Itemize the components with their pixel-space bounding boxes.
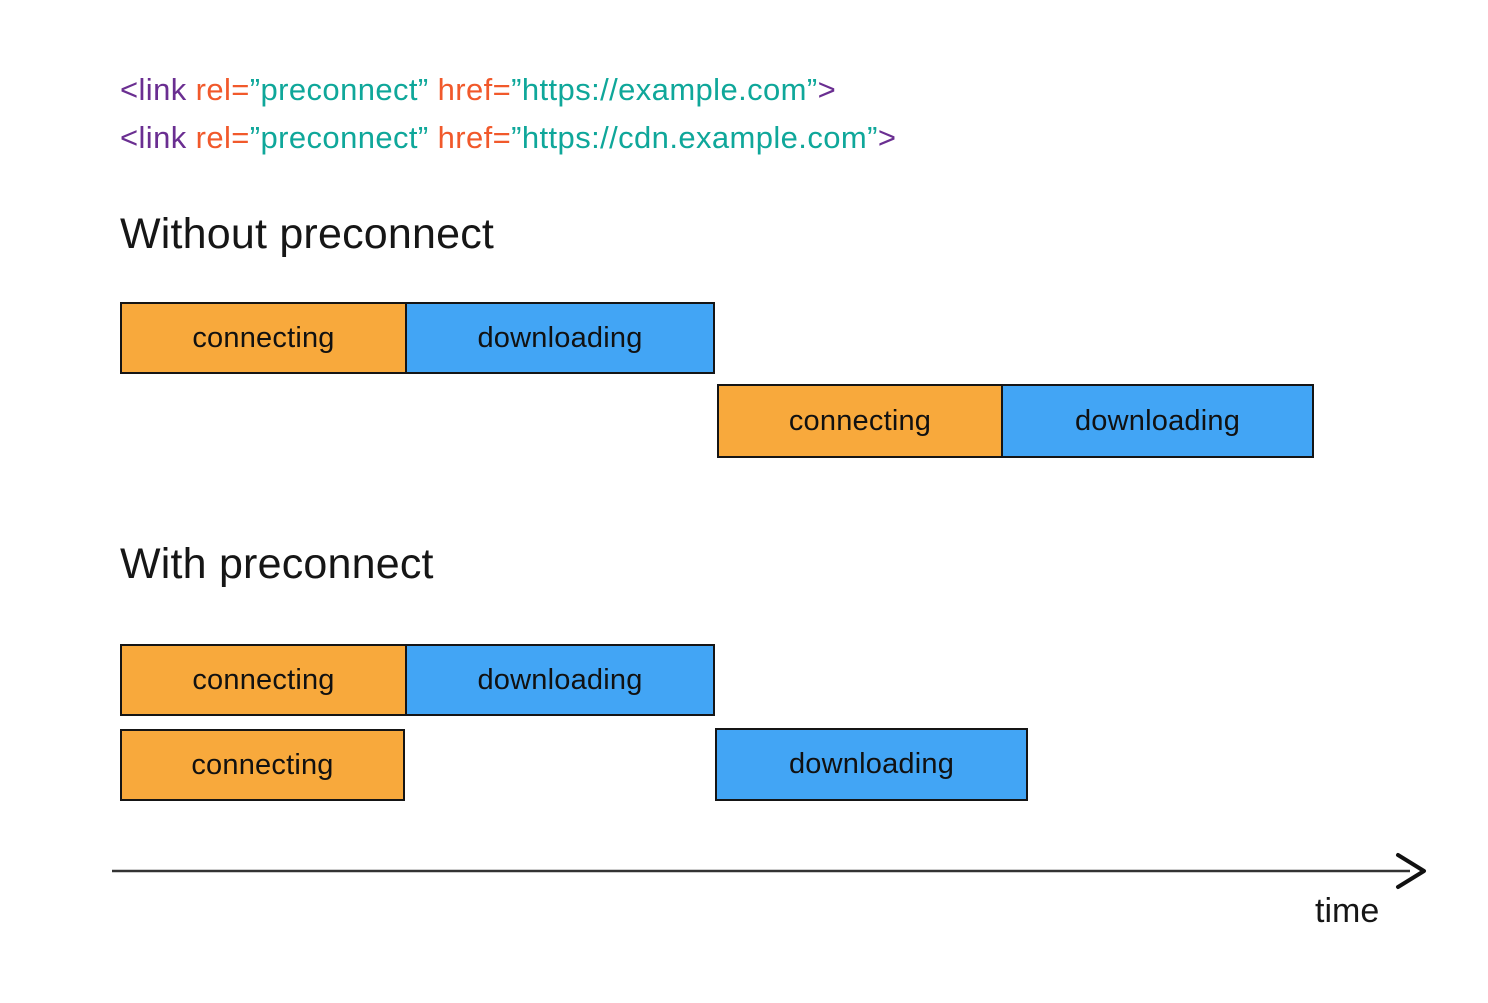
bar-connecting: connecting	[719, 386, 1001, 456]
arrow-right-icon	[1396, 853, 1426, 889]
bar-downloading: downloading	[405, 304, 713, 372]
code-tag-close: >	[877, 120, 897, 155]
bar-connecting: connecting	[122, 304, 405, 372]
timeline-row-without-request1: connecting downloading	[120, 302, 715, 374]
time-axis-label: time	[1315, 892, 1380, 930]
code-rel-attr: rel=	[195, 120, 250, 155]
code-rel-value: ”preconnect”	[249, 120, 438, 155]
code-tag-close: >	[817, 72, 837, 107]
bar-label: downloading	[788, 748, 955, 780]
bar-downloading: downloading	[1001, 386, 1312, 456]
code-href-value: ”https://cdn.example.com”	[511, 120, 878, 155]
code-tag-open: <link	[120, 72, 196, 107]
timeline-row-without-request2: connecting downloading	[717, 384, 1314, 458]
bar-label: downloading	[477, 663, 643, 696]
code-rel-attr: rel=	[195, 72, 250, 107]
code-href-attr: href=	[437, 120, 512, 155]
section-title-without-preconnect: Without preconnect	[120, 210, 495, 258]
code-href-attr: href=	[437, 72, 512, 107]
bar-downloading: downloading	[717, 730, 1026, 799]
bar-downloading: downloading	[405, 646, 713, 714]
time-axis	[112, 853, 1426, 889]
bar-label: connecting	[788, 404, 932, 437]
bar-label: connecting	[192, 663, 335, 696]
code-tag-open: <link	[120, 120, 196, 155]
bar-connecting: connecting	[122, 646, 405, 714]
bar-label: downloading	[1074, 404, 1241, 437]
timeline-row-with-request2-download: downloading	[715, 728, 1028, 801]
bar-connecting: connecting	[122, 731, 403, 799]
code-line-1: <link rel=”preconnect” href=”https://exa…	[120, 66, 896, 114]
code-rel-value: ”preconnect”	[249, 72, 438, 107]
code-href-value: ”https://example.com”	[511, 72, 818, 107]
code-snippet: <link rel=”preconnect” href=”https://exa…	[120, 66, 896, 162]
bar-label: downloading	[477, 321, 643, 354]
timeline-row-with-request2-connect: connecting	[120, 729, 405, 801]
bar-label: connecting	[192, 321, 335, 354]
section-title-with-preconnect: With preconnect	[120, 540, 434, 588]
code-line-2: <link rel=”preconnect” href=”https://cdn…	[120, 114, 896, 162]
bar-label: connecting	[191, 748, 334, 781]
timeline-row-with-request1: connecting downloading	[120, 644, 715, 716]
